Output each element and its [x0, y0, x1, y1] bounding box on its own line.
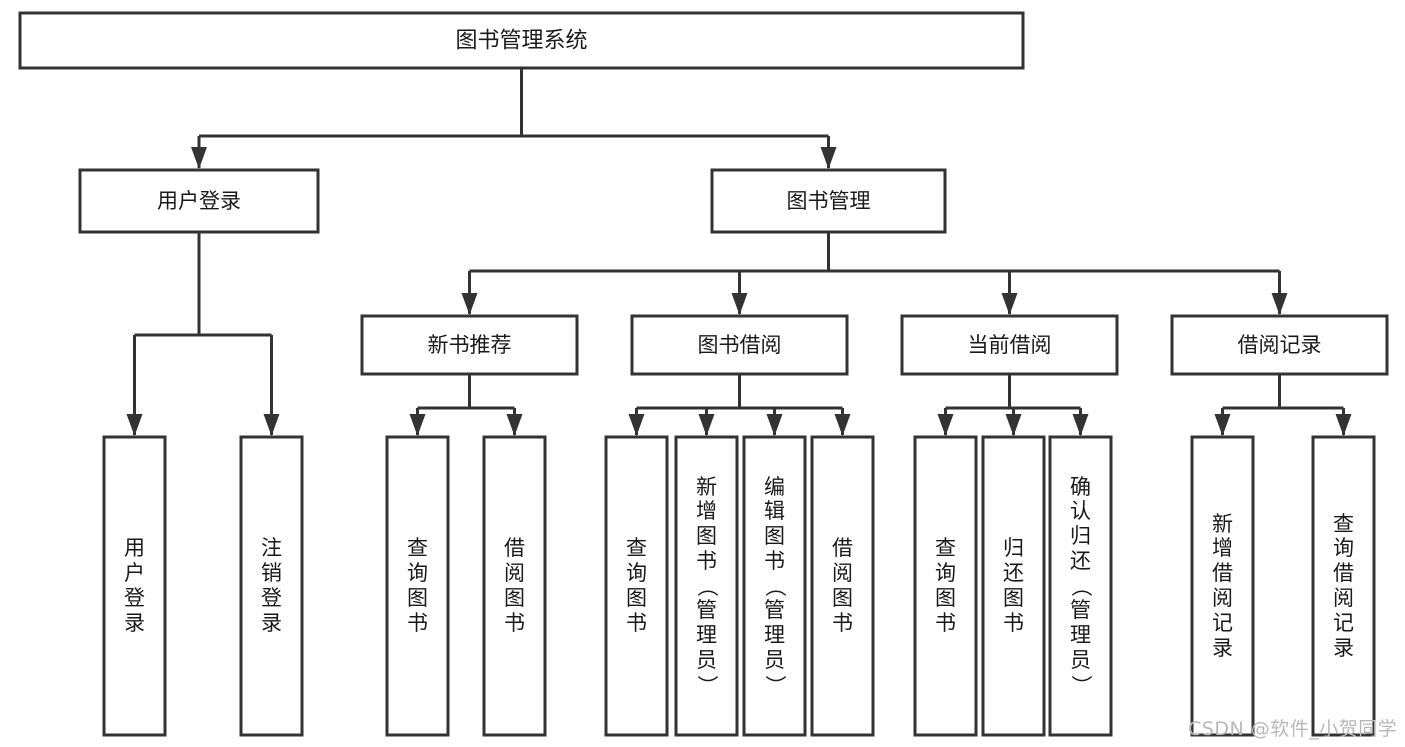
- watermark-text: CSDN @软件_小贺同学: [1188, 718, 1398, 740]
- node-leaf-borrow-book-1[interactable]: [482, 435, 547, 737]
- node-root[interactable]: 图书管理系统: [18, 11, 1025, 70]
- node-label: 图书借阅: [698, 333, 782, 357]
- arrow-head-icon: [1001, 293, 1018, 315]
- arrow-head-icon: [126, 414, 143, 436]
- arrow-head-icon: [766, 414, 783, 436]
- node-borrow-record[interactable]: 借阅记录: [1170, 314, 1389, 376]
- node-new-book-rec[interactable]: 新书推荐: [360, 314, 579, 376]
- node-leaf-query-record[interactable]: [1311, 435, 1376, 737]
- node-current-borrow[interactable]: 当前借阅: [900, 314, 1119, 376]
- node-box: [674, 435, 739, 737]
- node-leaf-edit-book[interactable]: [742, 435, 807, 737]
- node-box: [810, 435, 875, 737]
- node-box: [482, 435, 547, 737]
- arrow-head-icon: [1271, 293, 1288, 315]
- node-book-borrow[interactable]: 图书借阅: [630, 314, 849, 376]
- arrow-head-icon: [731, 293, 748, 315]
- node-box: [1170, 314, 1389, 376]
- node-box: [239, 435, 304, 737]
- arrow-head-icon: [820, 147, 837, 169]
- arrow-head-icon: [937, 414, 954, 436]
- node-box: [710, 168, 947, 234]
- node-box: [102, 435, 167, 737]
- node-box: [360, 314, 579, 376]
- node-label: 用户登录: [157, 189, 241, 213]
- node-label: 新书推荐: [428, 333, 512, 357]
- node-leaf-borrow-book-2[interactable]: [810, 435, 875, 737]
- arrow-head-icon: [1214, 414, 1231, 436]
- node-leaf-query-book-3[interactable]: [913, 435, 978, 737]
- arrow-head-icon: [1072, 414, 1089, 436]
- node-leaf-query-book-1[interactable]: [385, 435, 450, 737]
- node-user-login[interactable]: 用户登录: [78, 168, 320, 234]
- node-box: [900, 314, 1119, 376]
- node-box: [630, 314, 849, 376]
- arrow-head-icon: [628, 414, 645, 436]
- node-leaf-user-logout[interactable]: [239, 435, 304, 737]
- arrow-head-icon: [461, 293, 478, 315]
- node-label: 图书管理系统: [455, 29, 587, 54]
- node-label: 借阅记录: [1238, 333, 1322, 357]
- node-box: [18, 11, 1025, 70]
- node-box: [604, 435, 669, 737]
- arrow-head-icon: [1005, 414, 1022, 436]
- arrow-head-icon: [1335, 414, 1352, 436]
- node-leaf-query-book-2[interactable]: [604, 435, 669, 737]
- node-box: [742, 435, 807, 737]
- node-leaf-confirm-return[interactable]: [1048, 435, 1113, 737]
- arrow-head-icon: [191, 147, 207, 169]
- arrow-head-icon: [263, 414, 280, 436]
- arrow-head-icon: [506, 414, 523, 436]
- node-leaf-user-login[interactable]: [102, 435, 167, 737]
- node-box: [1048, 435, 1113, 737]
- node-leaf-return-book[interactable]: [981, 435, 1046, 737]
- arrow-head-icon: [834, 414, 851, 436]
- node-label: 当前借阅: [968, 333, 1052, 357]
- node-label: 图书管理: [787, 189, 871, 213]
- node-leaf-add-book[interactable]: [674, 435, 739, 737]
- arrow-head-icon: [409, 414, 426, 436]
- node-book-manage[interactable]: 图书管理: [710, 168, 947, 234]
- node-box: [913, 435, 978, 737]
- connector-edges: [126, 68, 1352, 436]
- node-box: [1190, 435, 1255, 737]
- arrow-head-icon: [698, 414, 715, 436]
- node-leaf-add-record[interactable]: [1190, 435, 1255, 737]
- node-box: [981, 435, 1046, 737]
- node-box: [385, 435, 450, 737]
- node-box: [78, 168, 320, 234]
- node-box: [1311, 435, 1376, 737]
